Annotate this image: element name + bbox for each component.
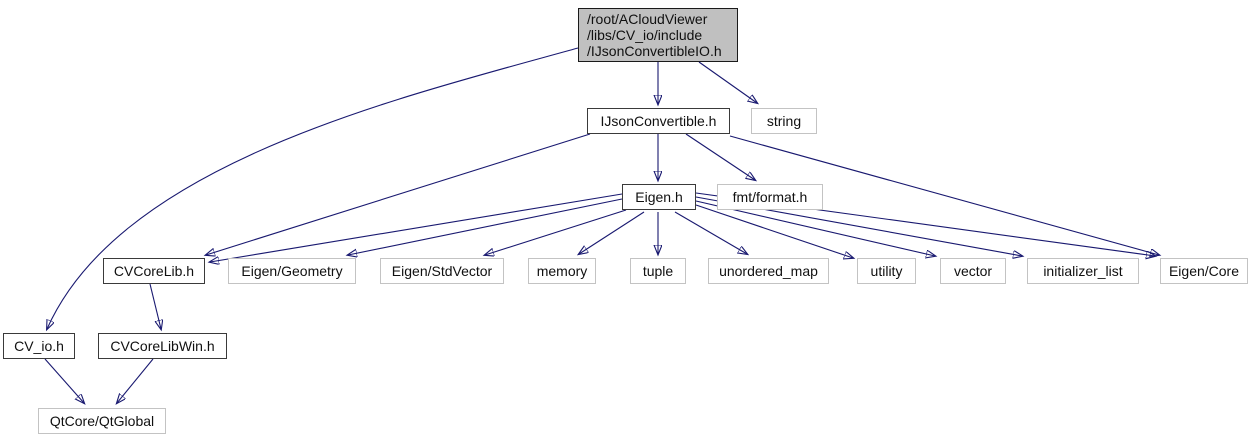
node-label: QtCore/QtGlobal bbox=[49, 413, 155, 429]
node-label: fmt/format.h bbox=[732, 189, 808, 205]
node-label: memory bbox=[536, 263, 588, 279]
node-qtcore-qtglobal: QtCore/QtGlobal bbox=[38, 408, 166, 434]
edge-cvcorelibwin-to-qtglobal bbox=[117, 358, 154, 403]
node-unordered-map: unordered_map bbox=[708, 258, 829, 284]
node-label: Eigen/StdVector bbox=[391, 263, 493, 279]
node-label: Eigen/Core bbox=[1168, 263, 1240, 279]
edge-ijsonconvertibleio-to-string bbox=[698, 61, 757, 103]
node-label: Eigen.h bbox=[635, 189, 683, 205]
node-label: string bbox=[766, 113, 802, 129]
node-ijsonconvertibleio-h: /root/ACloudViewer /libs/CV_io/include /… bbox=[578, 8, 738, 62]
node-eigen-h[interactable]: Eigen.h bbox=[622, 184, 696, 210]
edge-eigen-to-utility bbox=[695, 204, 853, 258]
node-label: CV_io.h bbox=[14, 338, 64, 354]
edge-ijsonconvertible-to-cvcorelib bbox=[206, 133, 591, 255]
node-eigen-core: Eigen/Core bbox=[1160, 258, 1248, 284]
node-label: Eigen/Geometry bbox=[241, 263, 343, 279]
edge-eigen-to-unordered-map bbox=[674, 211, 747, 254]
node-label: vector bbox=[953, 263, 993, 279]
node-label: CVCoreLibWin.h bbox=[110, 338, 215, 354]
node-eigen-stdvector: Eigen/StdVector bbox=[380, 258, 504, 284]
node-label-line: /libs/CV_io/include bbox=[587, 27, 703, 43]
node-label: tuple bbox=[642, 263, 674, 279]
node-label: IJsonConvertible.h bbox=[600, 113, 717, 129]
edge-eigen-to-vector bbox=[695, 200, 935, 256]
node-label: CVCoreLib.h bbox=[113, 263, 195, 279]
node-utility: utility bbox=[857, 258, 916, 284]
edge-eigen-to-eigen-geometry bbox=[348, 198, 623, 255]
edge-eigen-to-eigen-stdvector bbox=[485, 209, 627, 255]
edge-cv-io-to-qtglobal bbox=[44, 358, 84, 403]
node-initializer-list: initializer_list bbox=[1027, 258, 1139, 284]
node-tuple: tuple bbox=[630, 258, 686, 284]
node-label: utility bbox=[870, 263, 903, 279]
node-memory: memory bbox=[528, 258, 596, 284]
node-ijsonconvertible-h[interactable]: IJsonConvertible.h bbox=[587, 108, 730, 134]
edge-ijsonconvertibleio-to-cv-io bbox=[47, 47, 579, 329]
edge-ijsonconvertible-to-eigen-core bbox=[729, 135, 1159, 255]
edge-eigen-to-cvcorelib bbox=[210, 193, 623, 262]
edge-cvcorelib-to-cvcorelibwin bbox=[149, 283, 161, 329]
node-label: initializer_list bbox=[1043, 263, 1123, 279]
node-eigen-geometry: Eigen/Geometry bbox=[228, 258, 356, 284]
node-label: unordered_map bbox=[719, 263, 818, 279]
node-cv-io-h[interactable]: CV_io.h bbox=[3, 333, 75, 359]
node-cvcorelib-h[interactable]: CVCoreLib.h bbox=[103, 258, 205, 284]
node-string: string bbox=[751, 108, 817, 134]
node-vector: vector bbox=[940, 258, 1006, 284]
node-fmt-format-h: fmt/format.h bbox=[717, 184, 823, 210]
node-label-line: /IJsonConvertibleIO.h bbox=[587, 43, 722, 59]
edge-eigen-to-memory bbox=[579, 211, 645, 254]
node-label-line: /root/ACloudViewer bbox=[587, 11, 708, 27]
edge-ijsonconvertible-to-fmt-format bbox=[685, 133, 755, 180]
node-cvcorelibwin-h[interactable]: CVCoreLibWin.h bbox=[98, 333, 227, 359]
